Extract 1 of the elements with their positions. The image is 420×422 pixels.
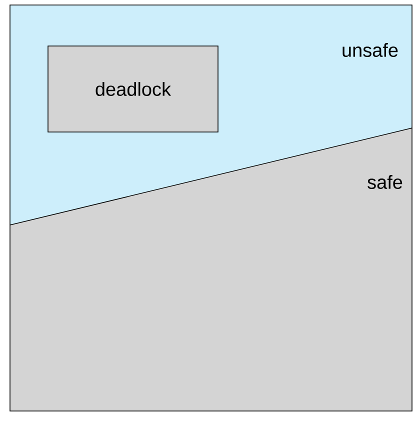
deadlock-box: deadlock bbox=[48, 46, 218, 132]
